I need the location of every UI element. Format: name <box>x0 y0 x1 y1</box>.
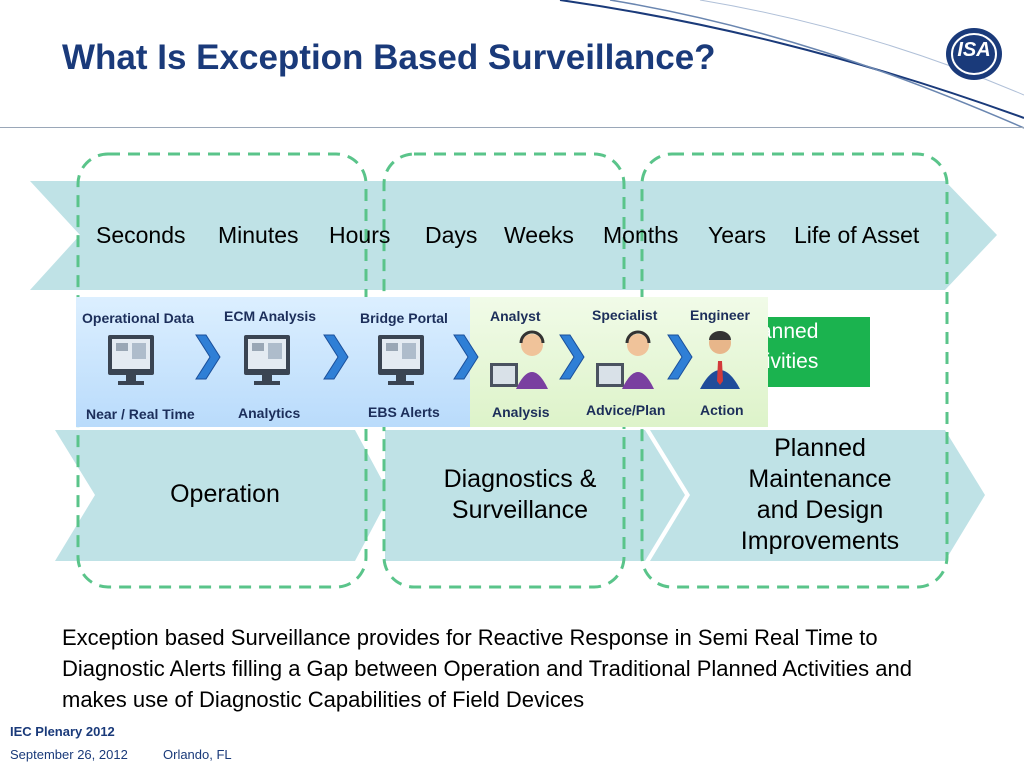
header-swoosh <box>559 0 1024 129</box>
flow-label-bridge-portal: Bridge Portal <box>360 310 448 326</box>
footer-event: IEC Plenary 2012 <box>10 724 115 739</box>
header-divider <box>0 127 1024 128</box>
isa-logo-text: ISA <box>957 39 991 61</box>
analyst-person-icon <box>490 330 548 389</box>
chevron-icon <box>195 334 221 380</box>
flow-label-analyst: Analyst <box>490 308 541 324</box>
flow-label-advice-plan: Advice/Plan <box>586 402 666 418</box>
flow-label-specialist: Specialist <box>592 307 658 323</box>
planned-activities-box: anned tivities <box>760 317 870 387</box>
timescale-minutes: Minutes <box>218 222 299 248</box>
flow-label-ebs-alerts: EBS Alerts <box>368 404 440 420</box>
slide-title: What Is Exception Based Surveillance? <box>62 38 716 77</box>
monitor-icon <box>378 335 424 385</box>
flow-label-operational-data: Operational Data <box>82 310 195 326</box>
phase-line: Planned <box>774 434 866 462</box>
phase-arrow-planned <box>650 430 985 561</box>
chevron-icon <box>453 334 479 380</box>
timescale-arrow <box>30 181 997 290</box>
phase-line: Improvements <box>740 527 900 555</box>
phase-line: Surveillance <box>451 496 589 524</box>
phase-line: Operation <box>170 480 280 508</box>
flow-label-near-real-time: Near / Real Time <box>86 406 195 422</box>
phase-line: and Design <box>756 496 884 524</box>
timescale-days: Days <box>425 222 478 248</box>
timescale-life-of-asset: Life of Asset <box>794 222 920 248</box>
phase-arrow-operation <box>55 430 390 561</box>
phase-label-planned: Planned Maintenance and Design Improveme… <box>715 433 925 557</box>
flow-label-analysis: Analysis <box>492 404 550 420</box>
flow-label-ecm-analysis: ECM Analysis <box>224 308 317 324</box>
monitor-icon <box>244 335 290 385</box>
phase-line: Diagnostics & <box>443 465 597 493</box>
timescale-months: Months <box>603 222 679 248</box>
flow-panel <box>76 297 768 427</box>
flow-label-action: Action <box>700 402 744 418</box>
timescale-years: Years <box>708 222 766 248</box>
chevron-icon <box>559 334 585 380</box>
flow-label-engineer: Engineer <box>690 307 750 323</box>
footer-location: Orlando, FL <box>163 747 232 762</box>
description-text: Exception based Surveillance provides fo… <box>62 625 912 712</box>
chevron-icon <box>667 334 693 380</box>
phase-label-operation: Operation <box>120 479 330 510</box>
phase-line: Maintenance <box>748 465 892 493</box>
planned-activities-line1: anned <box>760 320 819 343</box>
monitor-icon <box>108 335 154 385</box>
timescale-seconds: Seconds <box>96 222 186 248</box>
timescale-hours: Hours <box>329 222 391 248</box>
timescale-weeks: Weeks <box>504 222 574 248</box>
flow-label-analytics: Analytics <box>238 405 301 421</box>
engineer-person-icon <box>700 331 740 389</box>
isa-logo <box>946 28 1002 80</box>
planned-activities-line2: tivities <box>760 350 819 373</box>
phase-label-diagnostics: Diagnostics & Surveillance <box>410 464 630 526</box>
specialist-person-icon <box>596 330 654 389</box>
phase-arrow-diagnostics <box>385 430 685 561</box>
footer-date: September 26, 2012 <box>10 747 128 762</box>
chevron-icon <box>323 334 349 380</box>
